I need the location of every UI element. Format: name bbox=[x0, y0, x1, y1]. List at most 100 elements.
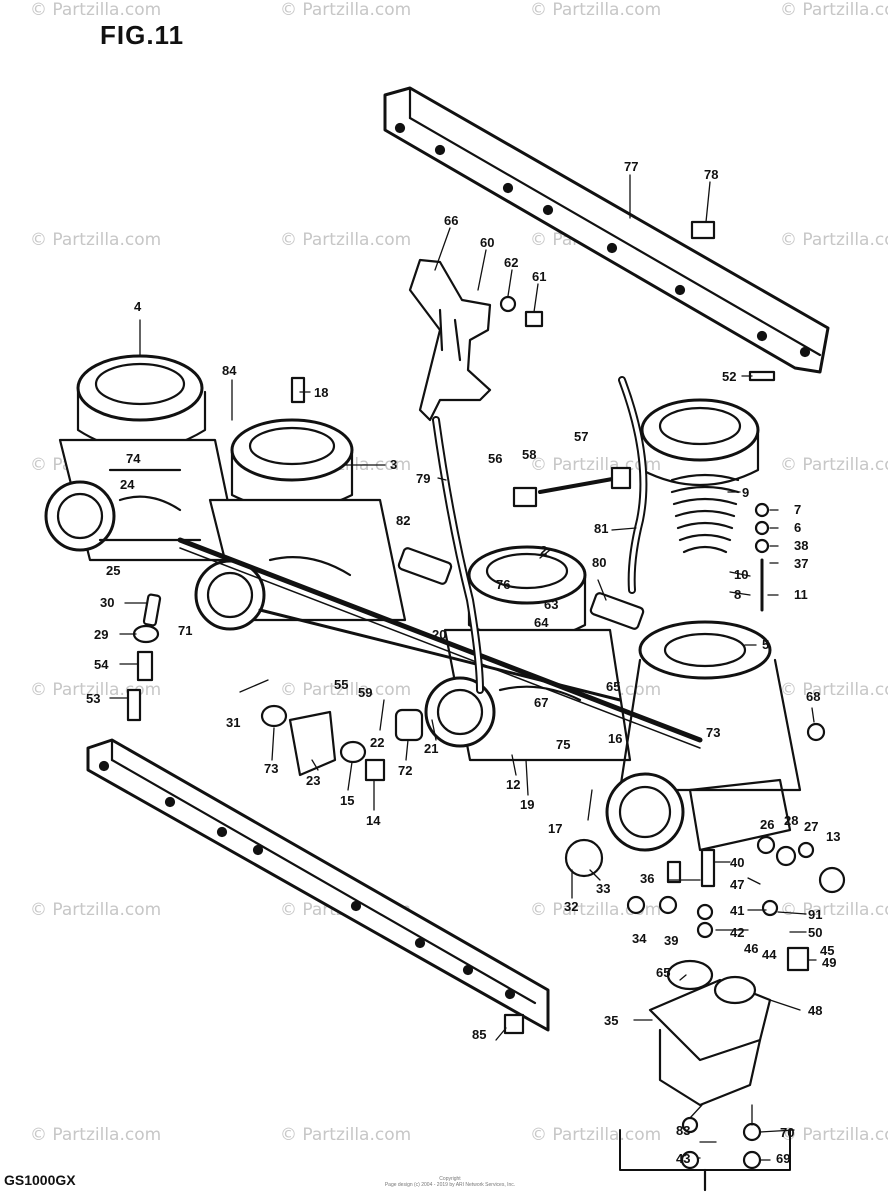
top-mounting-rail bbox=[383, 86, 830, 374]
callout-label: 31 bbox=[226, 715, 241, 730]
callout-label: 48 bbox=[808, 1003, 823, 1018]
copyright-line: Copyright bbox=[439, 1176, 461, 1182]
callout-label: 11 bbox=[794, 587, 808, 602]
callout-label: 38 bbox=[794, 538, 809, 553]
watermark: © Partzilla.com bbox=[780, 900, 888, 920]
callout-label: 42 bbox=[730, 925, 745, 940]
watermark: © Partzilla.com bbox=[280, 0, 412, 20]
watermark: © Partzilla.com bbox=[780, 680, 888, 700]
callout-label: 77 bbox=[624, 159, 639, 174]
callout-label: 34 bbox=[632, 931, 647, 946]
carburetor-4 bbox=[605, 398, 802, 852]
callout-label: 52 bbox=[722, 369, 737, 384]
callout-label: 46 bbox=[744, 941, 759, 956]
connecting-shaft bbox=[177, 537, 703, 749]
callout-label: 4 bbox=[134, 299, 142, 314]
callout-label: 13 bbox=[826, 829, 841, 844]
callout-label: 18 bbox=[314, 385, 329, 400]
callout-label: 81 bbox=[594, 521, 609, 536]
callout-label: 16 bbox=[608, 731, 623, 746]
callout-label: 65 bbox=[606, 679, 621, 694]
callout-label: 30 bbox=[100, 595, 115, 610]
watermark: © Partzilla.com bbox=[280, 680, 412, 700]
callout-label: 17 bbox=[548, 821, 563, 836]
callout-label: 57 bbox=[574, 429, 589, 444]
callout-label: 73 bbox=[264, 761, 279, 776]
adjuster-screw bbox=[512, 466, 632, 508]
watermark: © Partzilla.com bbox=[780, 455, 888, 475]
watermark: © Partzilla.com bbox=[280, 230, 412, 250]
callout-label: 79 bbox=[416, 471, 431, 486]
callout-label: 67 bbox=[534, 695, 549, 710]
callout-label: 24 bbox=[120, 477, 135, 492]
watermark: © Partzilla.com bbox=[30, 0, 162, 20]
callout-label: 22 bbox=[370, 735, 385, 750]
callout-label: 64 bbox=[534, 615, 549, 630]
callout-label: 43 bbox=[676, 1151, 691, 1166]
carburetor-1 bbox=[44, 354, 242, 562]
callout-label: 5 bbox=[762, 637, 770, 652]
callout-label: 63 bbox=[544, 597, 559, 612]
callout-label: 49 bbox=[822, 955, 837, 970]
callout-label: 70 bbox=[780, 1125, 795, 1140]
callout-label: 32 bbox=[564, 899, 579, 914]
fuel-tube bbox=[432, 376, 648, 694]
bottom-mounting-rail bbox=[86, 738, 550, 1032]
callout-label: 73 bbox=[706, 725, 721, 740]
callout-label: 44 bbox=[762, 947, 777, 962]
callout-label: 36 bbox=[640, 871, 655, 886]
callout-label: 55 bbox=[334, 677, 349, 692]
callout-label: 27 bbox=[804, 819, 819, 834]
callout-label: 50 bbox=[808, 925, 823, 940]
callout-label: 56 bbox=[488, 451, 503, 466]
callout-label: 2 bbox=[540, 543, 548, 558]
fuel-fitting bbox=[397, 547, 645, 630]
figure-title: FIG.11 bbox=[100, 20, 185, 50]
callout-label: 62 bbox=[504, 255, 519, 270]
callout-label: 37 bbox=[794, 556, 809, 571]
callout-label: 78 bbox=[704, 167, 719, 182]
watermark: © Partzilla.com bbox=[30, 1125, 162, 1145]
spring bbox=[670, 473, 740, 554]
callout-label: 82 bbox=[396, 513, 411, 528]
callout-label: 35 bbox=[604, 1013, 619, 1028]
callout-label: 53 bbox=[86, 691, 101, 706]
copyright-notice: Copyright Page design (c) 2004 - 2019 by… bbox=[380, 1176, 520, 1188]
watermark: © Partzilla.com bbox=[780, 230, 888, 250]
callout-label: 75 bbox=[556, 737, 571, 752]
watermark: © Partzilla.com bbox=[30, 230, 162, 250]
copyright-line: Page design (c) 2004 - 2019 by ARI Netwo… bbox=[384, 1182, 516, 1188]
callout-label: 74 bbox=[126, 451, 141, 466]
callout-label: 47 bbox=[730, 877, 745, 892]
callout-label: 20 bbox=[432, 627, 447, 642]
watermark: © Partzilla.com bbox=[780, 1125, 888, 1145]
callout-label: 14 bbox=[366, 813, 381, 828]
callout-label: 8 bbox=[734, 587, 742, 602]
callout-label: 6 bbox=[794, 520, 802, 535]
model-code: GS1000GX bbox=[4, 1172, 76, 1188]
callout-label: 76 bbox=[496, 577, 511, 592]
leader-lines bbox=[109, 174, 817, 1161]
callout-label: 91 bbox=[808, 907, 823, 922]
watermark: © Partzilla.com bbox=[280, 1125, 412, 1145]
callout-label: 68 bbox=[806, 689, 821, 704]
callout-label: 72 bbox=[398, 763, 413, 778]
callout-label: 21 bbox=[424, 741, 439, 756]
callout-label: 40 bbox=[730, 855, 745, 870]
callout-label: 69 bbox=[776, 1151, 791, 1166]
callout-label: 54 bbox=[94, 657, 109, 672]
callout-label: 61 bbox=[532, 269, 547, 284]
callout-label: 84 bbox=[222, 363, 237, 378]
callout-label: 45 bbox=[820, 943, 835, 958]
callout-label: 10 bbox=[734, 567, 749, 582]
callout-label: 7 bbox=[794, 502, 802, 517]
callout-label: 15 bbox=[340, 793, 355, 808]
callout-label: 60 bbox=[480, 235, 495, 250]
callout-label: 58 bbox=[522, 447, 537, 462]
float-bowl-assembly bbox=[619, 959, 791, 1192]
callout-label: 65 bbox=[656, 965, 671, 980]
watermark: © Partzilla.com bbox=[530, 1125, 662, 1145]
callout-label: 29 bbox=[94, 627, 109, 642]
